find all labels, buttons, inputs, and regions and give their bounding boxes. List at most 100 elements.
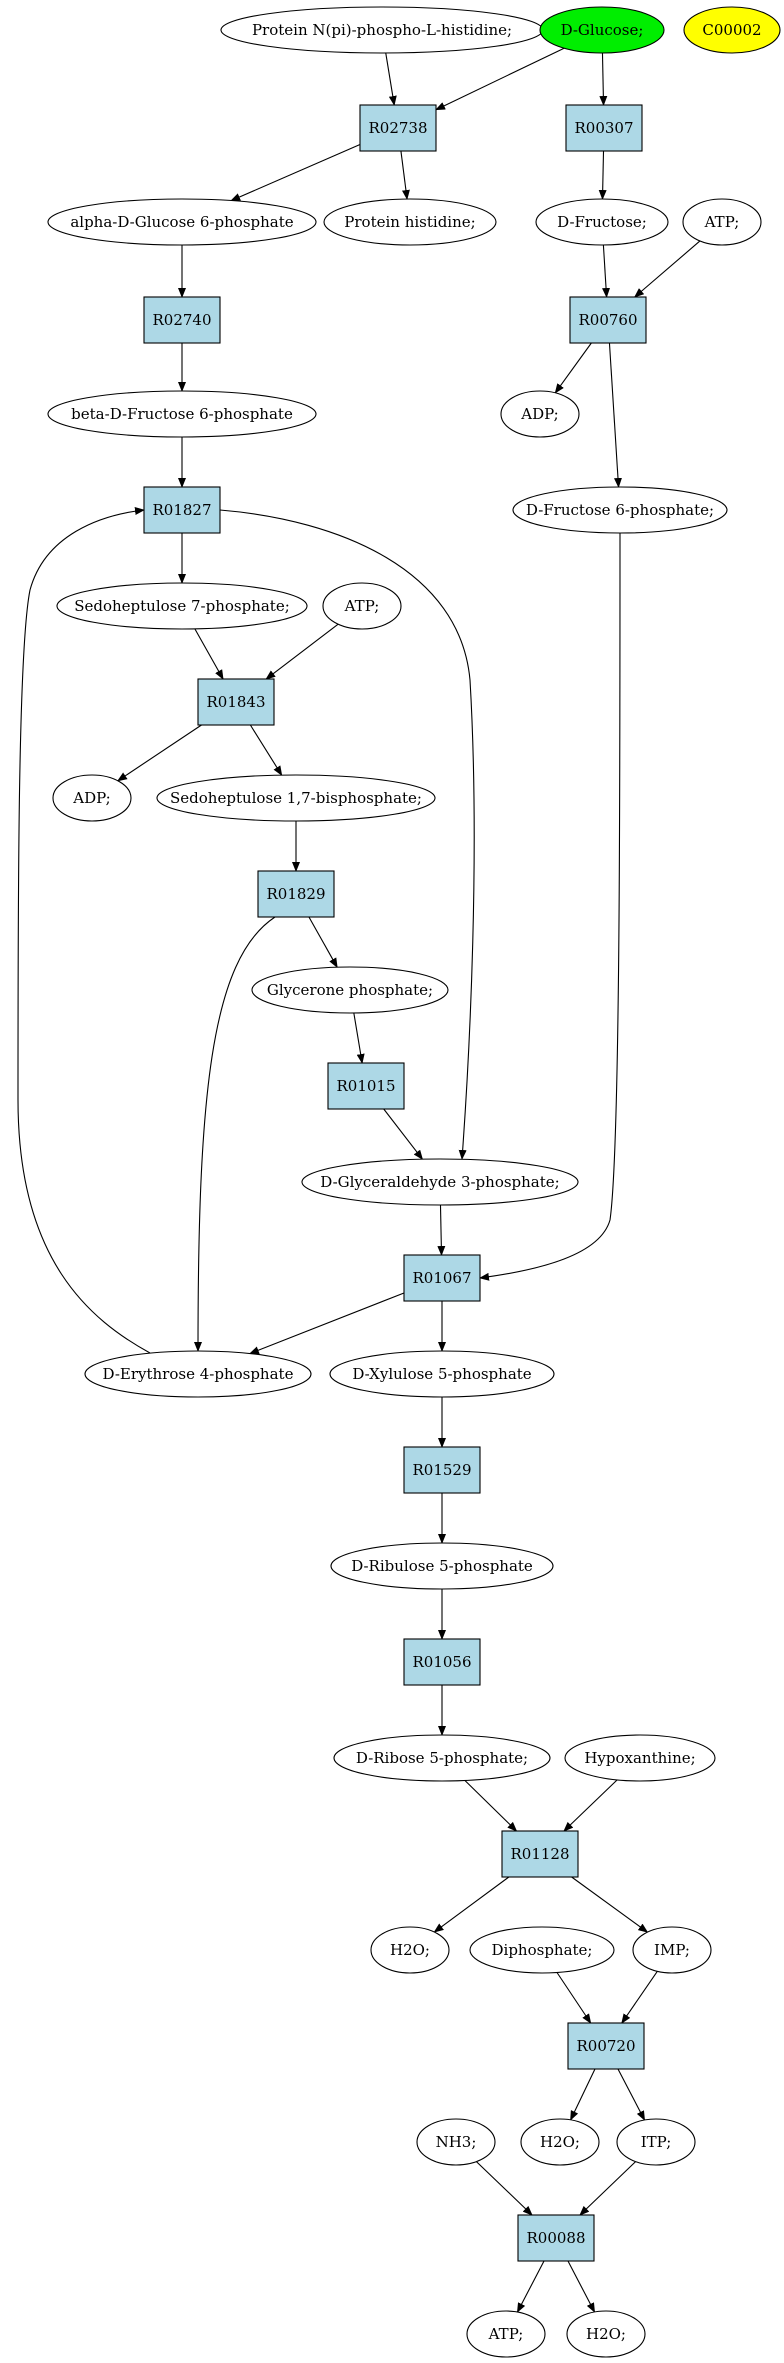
node-shape: [333, 1734, 551, 1782]
node-shape: [501, 1830, 579, 1878]
compound-node-h2o-2[interactable]: H2O;: [520, 2118, 600, 2166]
compound-node-erythrose-4p[interactable]: D-Erythrose 4-phosphate: [84, 1350, 312, 1398]
reaction-node-r00720[interactable]: R00720: [567, 2022, 645, 2070]
edge-sedo_7p-to-r01843: [194, 628, 224, 680]
node-shape: [520, 2118, 600, 2166]
node-label: beta-D-Fructose 6-phosphate: [71, 405, 293, 423]
compound-node-protein-nphospho[interactable]: Protein N(pi)-phospho-L-histidine;: [220, 6, 544, 54]
reaction-node-r00307[interactable]: R00307: [565, 104, 643, 152]
compound-node-atp-3[interactable]: ATP;: [466, 2310, 546, 2358]
edge-atp_1-to-r00760: [633, 240, 701, 298]
node-shape: [156, 774, 436, 822]
node-shape: [566, 2310, 646, 2358]
node-label: R02740: [152, 311, 211, 329]
reaction-node-r01829[interactable]: R01829: [257, 870, 335, 918]
node-label: Protein histidine;: [344, 213, 475, 231]
nodes: Protein N(pi)-phospho-L-histidine; D-Gluc…: [47, 6, 781, 2358]
node-label: R01829: [266, 885, 325, 903]
node-shape: [143, 486, 221, 534]
edge-r01843-to-adp_2: [117, 724, 202, 782]
reaction-node-r00760[interactable]: R00760: [569, 296, 647, 344]
node-label: R01128: [510, 1845, 569, 1863]
edge-r01829-to-glycerone_p: [308, 916, 338, 969]
compound-node-diphosphate[interactable]: Diphosphate;: [469, 1926, 615, 1974]
compound-node-protein-histidine[interactable]: Protein histidine;: [323, 198, 497, 246]
compound-node-beta-f6p[interactable]: beta-D-Fructose 6-phosphate: [47, 390, 317, 438]
reaction-node-r01843[interactable]: R01843: [197, 678, 275, 726]
node-shape: [143, 296, 221, 344]
edge-hypoxanthine-to-r01128: [563, 1779, 618, 1832]
compound-node-xylulose-5p[interactable]: D-Xylulose 5-phosphate: [329, 1350, 555, 1398]
compound-node-hypoxanthine[interactable]: Hypoxanthine;: [564, 1734, 716, 1782]
compound-node-glycerone-p[interactable]: Glycerone phosphate;: [251, 966, 449, 1014]
node-shape: [565, 104, 643, 152]
node-shape: [47, 198, 317, 246]
compound-node-itp[interactable]: ITP;: [616, 2118, 696, 2166]
compound-node-ribulose-5p[interactable]: D-Ribulose 5-phosphate: [330, 1542, 554, 1590]
node-label: H2O;: [586, 2325, 626, 2343]
edge-r00088-to-h2o_3: [567, 2260, 596, 2313]
edge-r02738-to-protein_histidine: [400, 150, 410, 201]
node-label: Sedoheptulose 7-phosphate;: [74, 597, 290, 615]
edge-d_f6p-to-r01067: [479, 532, 621, 1281]
reaction-node-r01067[interactable]: R01067: [403, 1254, 481, 1302]
edge-glycerone_p-to-r01015: [353, 1012, 365, 1064]
node-label: ATP;: [488, 2325, 524, 2343]
reaction-node-r01529[interactable]: R01529: [403, 1446, 481, 1494]
compound-node-imp[interactable]: IMP;: [632, 1926, 712, 1974]
compound-node-atp-2[interactable]: ATP;: [322, 582, 402, 630]
node-shape: [322, 582, 402, 630]
reaction-node-r00088[interactable]: R00088: [517, 2214, 595, 2262]
node-label: D-Glucose;: [561, 21, 644, 39]
compound-node-d-fructose[interactable]: D-Fructose;: [535, 198, 669, 246]
node-shape: [512, 486, 728, 534]
compound-node-h2o-3[interactable]: H2O;: [566, 2310, 646, 2358]
reaction-node-r02740[interactable]: R02740: [143, 296, 221, 344]
node-shape: [56, 582, 308, 630]
node-label: D-Glyceraldehyde 3-phosphate;: [320, 1173, 559, 1191]
compound-node-c00002[interactable]: C00002: [683, 6, 781, 54]
node-shape: [567, 2022, 645, 2070]
reaction-node-r01827[interactable]: R01827: [143, 486, 221, 534]
node-shape: [329, 1350, 555, 1398]
node-shape: [683, 6, 781, 54]
edge-d_glucose-to-r00307: [599, 52, 608, 106]
node-shape: [500, 390, 580, 438]
node-label: R01015: [336, 1077, 395, 1095]
compound-node-sedo-17bp[interactable]: Sedoheptulose 1,7-bisphosphate;: [156, 774, 436, 822]
compound-node-adp-2[interactable]: ADP;: [52, 774, 132, 822]
node-label: D-Fructose;: [557, 213, 647, 231]
compound-node-h2o-1[interactable]: H2O;: [370, 1926, 450, 1974]
compound-node-d-glucose[interactable]: D-Glucose;: [539, 6, 665, 54]
reaction-node-r01015[interactable]: R01015: [327, 1062, 405, 1110]
node-label: Glycerone phosphate;: [267, 981, 433, 999]
compound-node-atp-1[interactable]: ATP;: [682, 198, 762, 246]
reaction-node-r01128[interactable]: R01128: [501, 1830, 579, 1878]
node-label: ATP;: [704, 213, 740, 231]
compound-node-ribose-5p[interactable]: D-Ribose 5-phosphate;: [333, 1734, 551, 1782]
node-shape: [359, 104, 437, 152]
compound-node-adp-1[interactable]: ADP;: [500, 390, 580, 438]
node-shape: [403, 1254, 481, 1302]
node-shape: [330, 1542, 554, 1590]
compound-node-nh3[interactable]: NH3;: [416, 2118, 496, 2166]
edge-itp-to-r00088: [579, 2161, 636, 2216]
node-label: D-Xylulose 5-phosphate: [352, 1365, 531, 1383]
edge-r00760-to-d_f6p: [608, 342, 622, 489]
edge-r01827-to-g3p: [219, 509, 475, 1160]
node-shape: [257, 870, 335, 918]
node-shape: [616, 2118, 696, 2166]
compound-node-d-f6p[interactable]: D-Fructose 6-phosphate;: [512, 486, 728, 534]
reaction-node-r01056[interactable]: R01056: [403, 1638, 481, 1686]
compound-node-alpha-g6p[interactable]: alpha-D-Glucose 6-phosphate: [47, 198, 317, 246]
node-shape: [564, 1734, 716, 1782]
node-label: D-Ribulose 5-phosphate: [351, 1557, 533, 1575]
node-label: ADP;: [520, 405, 558, 423]
node-label: C00002: [702, 21, 761, 39]
edge-r00760-to-adp_1: [554, 342, 592, 394]
compound-node-sedo-7p[interactable]: Sedoheptulose 7-phosphate;: [56, 582, 308, 630]
reaction-node-r02738[interactable]: R02738: [359, 104, 437, 152]
edges: [17, 47, 701, 2313]
edge-ribose_5p-to-r01128: [464, 1780, 518, 1832]
compound-node-g3p[interactable]: D-Glyceraldehyde 3-phosphate;: [301, 1158, 579, 1206]
